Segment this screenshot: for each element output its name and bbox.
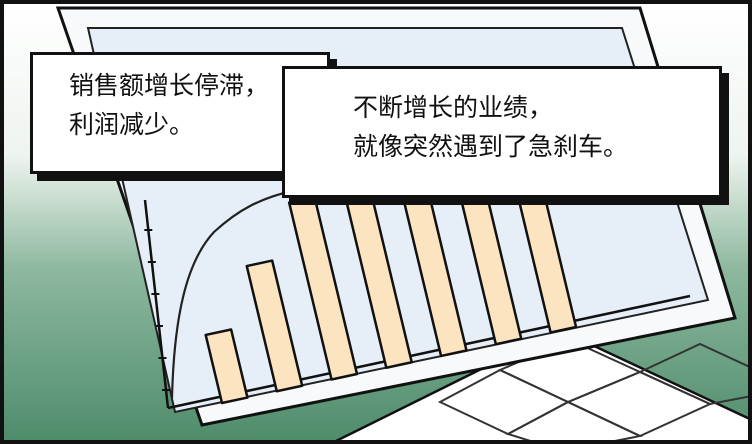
caption-line: 就像突然遇到了急刹车。 — [353, 131, 629, 161]
caption-box-performance: 不断增长的业绩， 就像突然遇到了急刹车。 — [282, 66, 722, 198]
chart-y-ticks — [144, 229, 171, 391]
caption-line: 利润减少。 — [69, 109, 195, 139]
chart-bar — [245, 259, 304, 393]
chart-x-axis — [167, 294, 691, 410]
caption-line: 销售额增长停滞， — [69, 71, 270, 100]
chart-y-axis — [143, 199, 170, 409]
caption-line: 不断增长的业绩， — [353, 93, 554, 122]
trend-curve — [170, 188, 297, 399]
chart-bar — [204, 328, 249, 405]
